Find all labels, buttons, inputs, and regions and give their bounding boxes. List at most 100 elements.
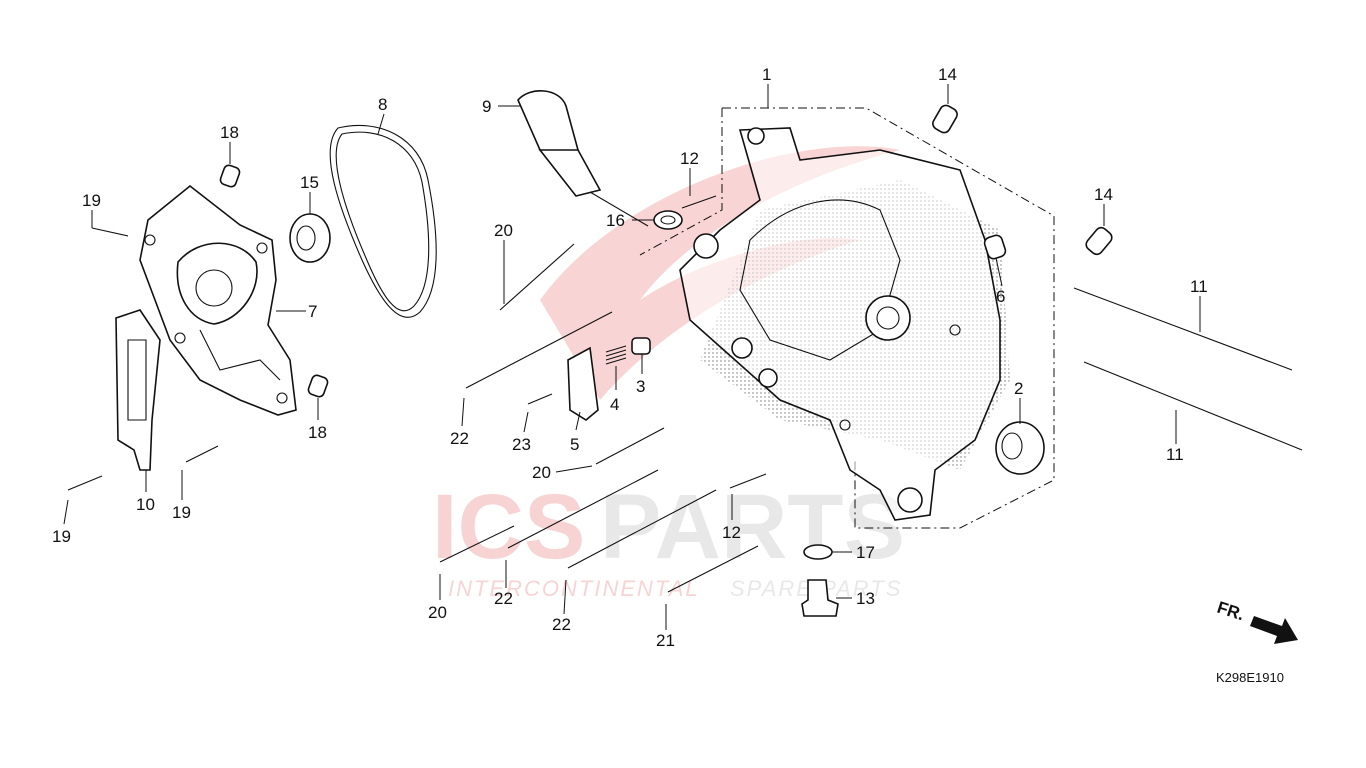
left-cover-hole-a <box>144 234 156 246</box>
dowel-6 <box>983 234 1007 260</box>
bolt-20-mid <box>595 427 665 465</box>
leader-8 <box>377 113 385 135</box>
part-label-19a: 19 <box>82 191 101 210</box>
part-label-17: 17 <box>856 543 875 562</box>
bolt-19-low <box>67 475 103 491</box>
crankcase-body <box>679 127 1001 521</box>
leader-22a <box>461 397 465 427</box>
washer-16-inner <box>660 215 676 225</box>
dipstick-grip <box>538 149 602 197</box>
dowel-18-top <box>219 164 241 188</box>
part-label-19c: 19 <box>52 527 71 546</box>
leader-6 <box>995 257 1003 287</box>
bolt-12-low <box>729 473 767 489</box>
stud-11-lower <box>1083 361 1303 451</box>
watermark-brand-left: ICS <box>432 476 585 578</box>
bolt-22-mid <box>507 469 659 549</box>
crankcase-boss-left <box>693 233 719 259</box>
part-label-18b: 18 <box>308 423 327 442</box>
bolt-13 <box>801 579 839 617</box>
plug-3 <box>631 337 651 355</box>
bolt-20-top <box>499 243 575 311</box>
crankcase-inner-web <box>739 199 901 361</box>
part-label-22b: 22 <box>494 589 513 608</box>
part-label-11a: 11 <box>1190 277 1208 296</box>
bearing-2 <box>995 421 1045 475</box>
bearing-2-inner <box>1001 432 1023 460</box>
dowel-18-bottom <box>307 374 329 398</box>
part-label-12b: 12 <box>722 523 741 542</box>
part-label-13: 13 <box>856 589 875 608</box>
oring-8 <box>329 124 437 318</box>
oring-8-inner <box>335 131 430 312</box>
watermark-brand-right: PARTS <box>600 476 905 578</box>
dipstick-handle <box>517 90 579 159</box>
part-labels: 1 2 3 4 5 6 7 8 9 10 11 11 12 12 13 14 1… <box>52 65 1208 650</box>
part-label-20c: 20 <box>428 603 447 622</box>
dowel-14-right <box>1085 226 1113 256</box>
part-label-23: 23 <box>512 435 531 454</box>
part-label-9: 9 <box>482 97 491 116</box>
part-label-1: 1 <box>762 65 771 84</box>
crankcase-hole-a <box>839 419 851 431</box>
crankcase-boss-top <box>747 127 765 145</box>
part-label-15: 15 <box>300 173 319 192</box>
stud-11-upper <box>1073 287 1293 371</box>
leader-lines <box>63 84 1201 630</box>
left-cover-hole-c <box>174 332 186 344</box>
diagram-code: K298E1910 <box>1216 670 1284 685</box>
left-cover-hole-d <box>276 392 288 404</box>
part-label-7: 7 <box>308 302 317 321</box>
leader-23 <box>523 411 529 433</box>
washer-16 <box>653 210 683 230</box>
plate-10-slot <box>127 339 147 421</box>
bolt-12-top <box>681 195 717 209</box>
part-label-11b: 11 <box>1166 445 1184 464</box>
bolt-19-top <box>91 227 129 237</box>
bolt-19-mid <box>185 445 219 463</box>
front-indicator-label: FR. <box>1215 598 1247 625</box>
crankcase-boss-mid <box>731 337 753 359</box>
part-label-16: 16 <box>606 211 625 230</box>
oil-seal-15-inner <box>296 225 316 251</box>
part-label-20a: 20 <box>494 221 513 240</box>
crankcase-bearing-bore <box>865 295 911 341</box>
bolts <box>67 195 839 617</box>
bracket-5 <box>567 346 599 421</box>
bolt-21 <box>667 545 759 593</box>
left-cover-seal-ring <box>195 269 233 307</box>
part-label-22a: 22 <box>450 429 469 448</box>
crankcase-boss-foot <box>897 487 923 513</box>
assembly-outline-1-left <box>639 108 723 256</box>
spring-4 <box>605 345 627 365</box>
crankcase-cover <box>679 127 1010 521</box>
part-label-5: 5 <box>570 435 579 454</box>
part-label-12a: 12 <box>680 149 699 168</box>
bolt-23 <box>527 393 553 405</box>
crankcase-hole-b <box>949 324 961 336</box>
part-label-4: 4 <box>610 395 619 414</box>
bolt-22-low <box>567 489 717 569</box>
part-label-8: 8 <box>378 95 387 114</box>
part-label-2: 2 <box>1014 379 1023 398</box>
bolt-22-top <box>465 311 613 389</box>
leader-22c <box>563 579 567 615</box>
washer-17 <box>803 544 833 560</box>
oil-seal-15 <box>289 213 331 263</box>
part-label-10: 10 <box>136 495 155 514</box>
part-label-14b: 14 <box>1094 185 1113 204</box>
part-label-19b: 19 <box>172 503 191 522</box>
leader-19c <box>63 499 69 525</box>
part-label-3: 3 <box>636 377 645 396</box>
part-label-21: 21 <box>656 631 675 650</box>
watermark-tagline-left: INTERCONTINENTAL <box>448 576 700 601</box>
leader-20b <box>555 465 593 473</box>
part-label-14a: 14 <box>938 65 957 84</box>
leader-5 <box>575 411 581 431</box>
crankcase-boss-low <box>758 368 778 388</box>
left-cover-hole-b <box>256 242 268 254</box>
bolt-20-low <box>439 525 515 563</box>
part-label-20b: 20 <box>532 463 551 482</box>
dipstick-9 <box>517 90 649 227</box>
